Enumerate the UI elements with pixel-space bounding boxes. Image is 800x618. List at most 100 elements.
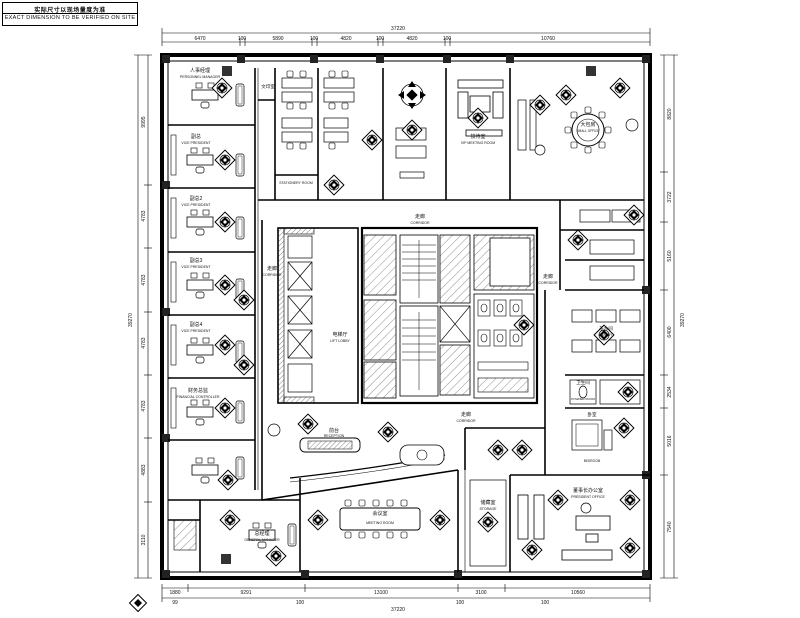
dim-bottom-small-3: 100 (456, 600, 465, 606)
label-stationery-cn: 文印室 (261, 83, 275, 90)
dim-left-total: 39270 (128, 313, 134, 327)
dim-right-2: 3722 (667, 191, 673, 202)
stair-1 (402, 240, 436, 298)
label-general-manager-en: GENERAL MANAGER (244, 538, 280, 542)
dim-right-5: 2534 (667, 386, 673, 397)
bottom-room-walls (168, 427, 545, 572)
left-office-furniture (170, 77, 245, 491)
right-rooms: 茶水间 PANTRY 卫生间 POWDER ROOM 卧室 BEDROOM (567, 204, 645, 463)
dim-right-1: 8820 (667, 108, 673, 119)
label-corridor-left-en: CORRIDOR (262, 273, 282, 277)
dim-bottom-4: 3100 (475, 590, 486, 596)
structural-columns (162, 55, 650, 578)
dim-right-6: 5016 (667, 435, 673, 446)
dim-bottom-total: 37220 (391, 607, 405, 613)
dim-top-total: 37220 (391, 26, 405, 32)
label-corridor-top-cn: 走廊 (415, 213, 425, 220)
dim-left-6: 4883 (141, 464, 147, 475)
compass-marker-icon (128, 593, 148, 613)
label-president-office-en: PRESIDENT OFFICE (571, 495, 605, 499)
stair-2 (402, 312, 436, 390)
label-vp2-cn: 副总2 (190, 195, 203, 202)
note-divider (3, 13, 137, 14)
top-dimension-lines (161, 28, 651, 46)
label-vip-meeting-en: VIP MEETING ROOM (461, 141, 495, 145)
label-personnel-manager-en: PERSONNEL MANAGER (180, 75, 221, 79)
label-vp3-en: VICE PRESIDENT (181, 265, 211, 269)
corridor-walls (261, 199, 650, 501)
label-bedroom-cn: 卧室 (588, 411, 597, 418)
label-vp4-cn: 副总4 (190, 321, 203, 328)
dim-top-5: 4820 (340, 36, 351, 42)
label-lift-lobby-cn: 电梯厅 (332, 331, 347, 338)
dim-right-3: 5160 (667, 250, 673, 261)
dim-bottom-1: 1880 (169, 590, 180, 596)
label-general-manager-cn: 总经理 (254, 530, 269, 537)
label-storage-en: STORAGE (479, 507, 497, 511)
label-meeting-room-en: MEETING ROOM (366, 521, 394, 525)
top-room-furniture (281, 70, 639, 196)
left-office-walls (168, 68, 300, 501)
dim-bottom-small-2: 100 (296, 600, 305, 606)
dim-left-3: 4783 (141, 274, 147, 285)
label-vp1-cn: 副总 (191, 133, 201, 140)
top-room-walls (258, 68, 560, 201)
dim-top-7: 4820 (406, 36, 417, 42)
label-corridor-bottom-en: CORRIDOR (456, 419, 476, 423)
dim-bottom-3: 13100 (374, 590, 388, 596)
label-lift-lobby-en: LIFT LOBBY (330, 339, 350, 343)
dim-top-1: 6470 (194, 36, 205, 42)
note-chinese: 实际尺寸以现场量度为准 (34, 8, 106, 14)
reception-area: 前台 RECEPTION (267, 413, 446, 483)
dim-top-6: 100 (376, 36, 385, 42)
dim-top-3: 5890 (272, 36, 283, 42)
dim-bottom-5: 10560 (571, 590, 585, 596)
label-president-office-cn: 董事长办公室 (573, 487, 603, 494)
label-financial-controller-en: FINANCIAL CONTROLLER (176, 395, 220, 399)
dim-left-4: 4783 (141, 337, 147, 348)
label-bedroom-en: BEDROOM (584, 459, 601, 463)
label-vp2-en: VICE PRESIDENT (181, 203, 211, 207)
label-financial-controller-cn: 财务总监 (188, 387, 208, 394)
dim-left-2: 4783 (141, 210, 147, 221)
label-corridor-left-cn: 走廊 (267, 265, 277, 272)
dim-right-7: 7540 (667, 521, 673, 532)
left-dimension-lines (134, 54, 152, 579)
central-core: 电梯厅 LIFT LOBBY (277, 226, 539, 405)
label-corridor-right-cn: 走廊 (543, 273, 553, 280)
dim-left-1: 9995 (141, 116, 147, 127)
dim-bottom-small-1: 99 (172, 600, 178, 606)
label-corridor-right-en: CORRIDOR (538, 281, 558, 285)
label-vp4-en: VICE PRESIDENT (181, 329, 211, 333)
dim-top-2: 100 (238, 36, 247, 42)
label-powder-room-cn: 卫生间 (576, 379, 590, 386)
outer-wall (160, 53, 652, 580)
label-corridor-bottom-cn: 走廊 (461, 411, 471, 418)
label-vp1-en: VICE PRESIDENT (181, 141, 211, 145)
label-reception-cn: 前台 (329, 427, 339, 434)
right-dimension-lines (660, 54, 678, 579)
core-toilets (477, 299, 529, 393)
top-room-labels: 文印室 STATIONERY ROOM 接待室 VIP MEETING ROOM… (261, 83, 599, 185)
bottom-room-furniture: 会议室 MEETING ROOM 总经理 GENERAL MANAGER 储藏室… (173, 289, 641, 567)
note-english: EXACT DIMENSION TO BE VERIFIED ON SITE (4, 15, 136, 21)
dim-top-4: 100 (310, 36, 319, 42)
label-small-office-en: SMALL OFFICE (577, 129, 600, 133)
label-powder-room-en: POWDER ROOM (571, 397, 595, 401)
label-corridor-top-en: CORRIDOR (410, 221, 430, 225)
dim-right-total: 39270 (680, 313, 686, 327)
dim-top-9: 10760 (541, 36, 555, 42)
label-meeting-room-cn: 会议室 (372, 510, 387, 517)
label-personnel-manager-cn: 人事经理 (190, 67, 210, 74)
label-vp3-cn: 副总3 (190, 257, 203, 264)
dim-left-5: 4783 (141, 400, 147, 411)
label-pantry-en: PANTRY (600, 333, 614, 337)
elevator-cars (287, 235, 313, 393)
dim-bottom-small-4: 100 (541, 600, 550, 606)
label-pantry-cn: 茶水间 (599, 325, 613, 332)
dim-top-8: 100 (443, 36, 452, 42)
dim-left-7: 3110 (141, 534, 147, 545)
label-reception-en: RECEPTION (324, 434, 345, 438)
bottom-dimension-lines (161, 584, 651, 602)
